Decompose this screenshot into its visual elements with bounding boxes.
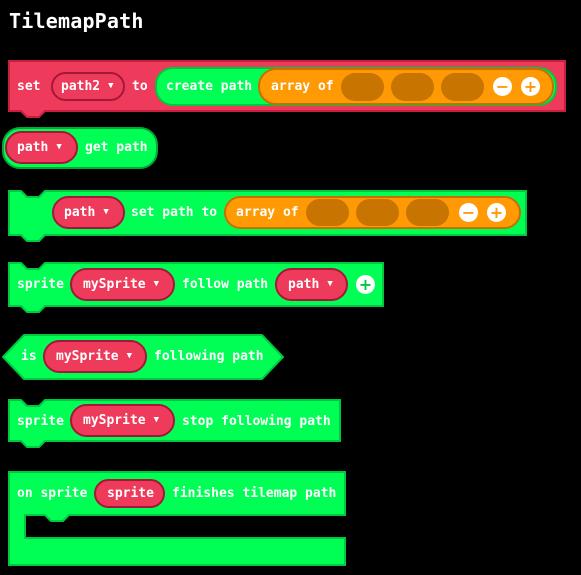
array-slot-2[interactable] [391, 73, 434, 101]
caret-down-icon: ▼ [56, 142, 62, 152]
is-keyword: is [21, 349, 37, 364]
on-sprite-keyword: on sprite [17, 486, 88, 501]
following-path-label: following path [154, 349, 264, 364]
get-path-label: get path [85, 140, 148, 155]
array-slot-3[interactable] [406, 199, 449, 226]
array-of-label: array of [271, 79, 334, 94]
array-slot-1[interactable] [341, 73, 384, 101]
plus-circle-icon[interactable]: + [521, 77, 540, 96]
variable-name: mySprite [83, 413, 146, 428]
array-of-label: array of [236, 205, 299, 220]
page-title: TilemapPath [9, 9, 144, 33]
variable-dropdown-mysprite[interactable]: mySprite ▼ [70, 404, 175, 437]
set-keyword: set [17, 79, 41, 94]
variable-name: mySprite [83, 277, 146, 292]
caret-down-icon: ▼ [327, 279, 333, 289]
variable-dropdown-mysprite[interactable]: mySprite ▼ [43, 340, 147, 373]
array-slot-1[interactable] [306, 199, 349, 226]
stop-following-label: stop following path [182, 414, 331, 429]
minus-circle-icon[interactable]: − [459, 203, 478, 222]
caret-down-icon: ▼ [153, 279, 160, 289]
create-path-label: create path [166, 79, 253, 94]
caret-down-icon: ▼ [103, 207, 109, 217]
plus-circle-icon[interactable]: + [356, 275, 375, 294]
finishes-tilemap-path-label: finishes tilemap path [172, 486, 337, 501]
sprite-keyword: sprite [17, 277, 64, 292]
variable-dropdown-mysprite[interactable]: mySprite ▼ [70, 268, 175, 301]
set-path-label: set path to [131, 205, 218, 220]
array-slot-2[interactable] [356, 199, 399, 226]
minus-circle-icon[interactable]: − [493, 77, 512, 96]
sprite-keyword: sprite [17, 414, 64, 429]
variable-dropdown-path2[interactable]: path2 ▼ [51, 72, 125, 101]
plus-circle-icon[interactable]: + [487, 203, 506, 222]
caret-down-icon: ▼ [153, 415, 160, 425]
caret-down-icon: ▼ [126, 351, 133, 361]
variable-dropdown-path[interactable]: path ▼ [5, 131, 78, 164]
variable-dropdown-path[interactable]: path ▼ [52, 196, 125, 229]
sprite-parameter[interactable]: sprite [94, 479, 165, 508]
caret-down-icon: ▼ [108, 81, 114, 91]
variable-name: path [288, 277, 320, 292]
variable-name: path2 [61, 79, 101, 94]
variable-name: path [17, 140, 49, 155]
variable-name: mySprite [56, 349, 119, 364]
variable-name: path [64, 205, 96, 220]
array-slot-3[interactable] [441, 73, 484, 101]
to-keyword: to [132, 79, 148, 94]
parameter-name: sprite [107, 486, 154, 501]
variable-dropdown-path[interactable]: path ▼ [275, 268, 348, 301]
follow-path-label: follow path [182, 277, 269, 292]
